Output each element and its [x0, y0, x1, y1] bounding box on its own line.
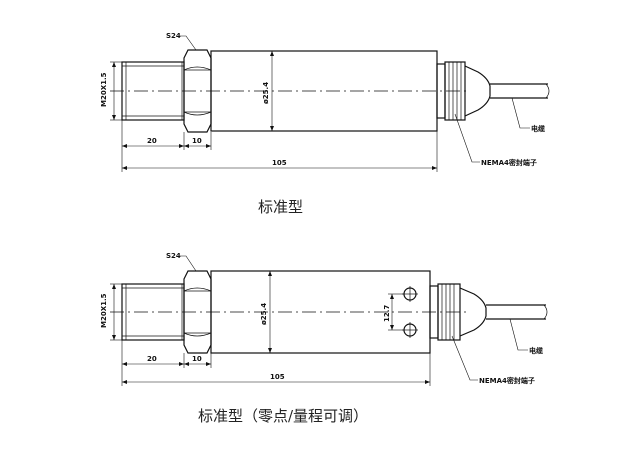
thread-label: M20X1.5 — [100, 72, 108, 107]
dim-hex-label: 10 — [192, 137, 202, 145]
nema4-gland — [436, 61, 491, 121]
dim-thread-label: 20 — [147, 137, 157, 145]
dim-hex-label: 10 — [192, 355, 202, 363]
thread-section — [121, 61, 185, 121]
dim-thread-hex — [121, 120, 212, 172]
dim-total-label: 105 — [272, 159, 287, 167]
dim-thread-label: 20 — [147, 355, 157, 363]
caption-standard: 标准型 — [258, 198, 304, 216]
dim-holes-label: 12.7 — [383, 305, 391, 322]
nema-label: NEMA4密封端子 — [481, 158, 537, 167]
cable — [486, 304, 548, 320]
cable-leader — [509, 318, 528, 351]
dim-total-length — [122, 353, 431, 386]
hex-label: S24 — [166, 252, 181, 260]
dim-total-length — [122, 131, 438, 172]
nema-leader — [454, 113, 480, 163]
dim-thread-diameter — [110, 283, 122, 341]
thread-label: M20X1.5 — [100, 293, 108, 328]
nema4-gland — [429, 283, 487, 341]
drawing-standard: M20X1.5 ø25.4 S24 20 10 105 NEMA4密封端 — [100, 32, 550, 172]
dim-body-diameter — [270, 51, 274, 131]
drawing-adjustable: 12.7 M20X1.5 ø25.4 S24 — [100, 252, 548, 386]
cable-leader — [511, 97, 530, 129]
cable-label: 电缆 — [529, 346, 543, 355]
caption-adjustable: 标准型（零点/量程可调） — [198, 407, 369, 425]
dim-total-label: 105 — [270, 373, 285, 381]
body-diameter-label: ø25.4 — [262, 82, 270, 104]
dim-body-diameter — [268, 271, 272, 353]
body-diameter-label: ø25.4 — [260, 303, 268, 325]
cable — [490, 83, 550, 99]
hex-leader — [180, 35, 197, 51]
hex-label: S24 — [166, 32, 181, 40]
hex-leader — [180, 255, 197, 272]
nema-leader — [451, 335, 478, 381]
dim-thread-hex — [121, 340, 212, 386]
cable-label: 电缆 — [531, 124, 545, 133]
nema-label: NEMA4密封端子 — [479, 376, 535, 385]
dim-thread-diameter — [110, 61, 122, 121]
adjust-holes — [388, 286, 418, 338]
